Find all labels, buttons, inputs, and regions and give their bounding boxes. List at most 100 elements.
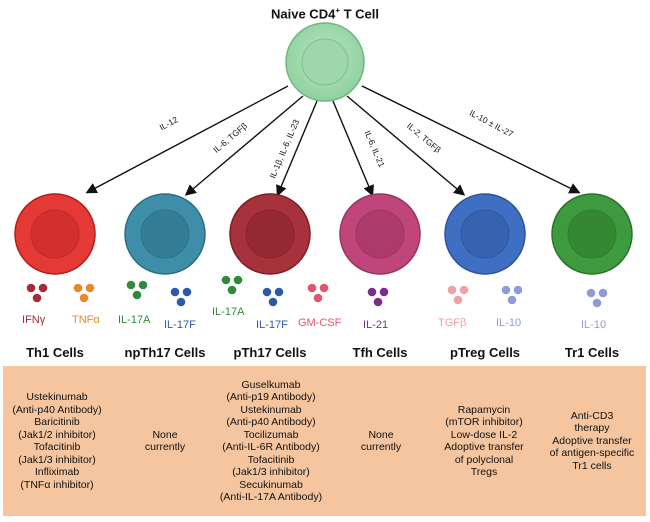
- cytokine-dot: [598, 288, 608, 298]
- cytokine-dot: [367, 287, 377, 297]
- tr1-cell: [551, 193, 633, 275]
- cytokine-label-gmcsf: GM-CSF: [298, 317, 342, 329]
- dots-il17f-p: [262, 287, 284, 307]
- therapy-line: therapy: [574, 422, 610, 435]
- dots-il17a: [126, 280, 148, 300]
- cytokine-dot: [38, 283, 48, 293]
- title-superscript: +: [335, 6, 340, 15]
- cytokine-dot: [73, 283, 83, 293]
- cytokine-dots: [26, 275, 608, 308]
- naive-cell-title: Naive CD4+ T Cell: [0, 6, 650, 21]
- cytokine-dot: [274, 287, 284, 297]
- th1-cell: [14, 193, 96, 275]
- cytokine-dot: [373, 297, 383, 307]
- cytokine-label-il21: IL-21: [363, 319, 389, 331]
- therapy-panel: [3, 366, 646, 516]
- cytokine-dot: [513, 285, 523, 295]
- cell-name-ptreg: pTreg Cells: [449, 345, 521, 360]
- therapy-line: Tofacitinib: [247, 453, 295, 466]
- therapy-line: Adoptive transfer: [552, 434, 632, 447]
- cytokine-dot: [501, 285, 511, 295]
- therapy-line: of polyclonal: [454, 453, 514, 466]
- therapy-line: (Jak1/2 inhibitor): [18, 428, 96, 441]
- cell-name-tr1: Tr1 Cells: [564, 345, 620, 360]
- arrow-to-tfh: [332, 100, 374, 197]
- cytokine-dot: [170, 287, 180, 297]
- therapy-column-th1: Ustekinumab(Anti-p40 Antibody)Baricitini…: [3, 366, 111, 516]
- therapy-line: None: [152, 428, 178, 441]
- therapy-line: of antigen-specific: [549, 447, 635, 460]
- tfh-cell: [339, 193, 421, 275]
- therapy-line: Tregs: [470, 466, 498, 478]
- arrow-to-pth17: [276, 100, 318, 197]
- dots-il10: [501, 285, 523, 305]
- therapy-line: Low-dose IL-2: [450, 428, 518, 441]
- therapy-line: Tofacitinib: [33, 441, 81, 453]
- therapy-line: Ustekinumab: [240, 403, 302, 416]
- ptreg-cell: [444, 193, 526, 275]
- therapy-line: Ustekinumab: [26, 391, 88, 403]
- arrow-labels: IL-12 IL-6, TGFβ IL-1β, IL-6, IL-23 IL-6…: [158, 108, 516, 180]
- cell-name-pth17: pTh17 Cells: [233, 345, 307, 360]
- cytokine-dot: [459, 285, 469, 295]
- cytokine-dot: [227, 285, 237, 295]
- arrow-label-il1b-il6-il23: IL-1β, IL-6, IL-23: [267, 118, 301, 180]
- arrow-label-il10-il27: IL-10 ± IL-27: [468, 108, 515, 140]
- therapy-line: Adoptive transfer: [444, 441, 524, 453]
- cytokine-dot: [313, 293, 323, 303]
- cytokine-dot: [138, 280, 148, 290]
- therapy-line: Guselkumab: [241, 378, 301, 391]
- cytokine-label-tgfb: TGFβ: [438, 317, 467, 329]
- arrow-to-npth17: [184, 95, 304, 196]
- cytokine-label-il17f: IL-17F: [164, 319, 196, 331]
- cytokine-label-il17a: IL-17A: [118, 314, 151, 326]
- cytokine-dot: [85, 283, 95, 293]
- therapy-line: Infliximab: [34, 466, 80, 478]
- arrow-label-il6-tgfb: IL-6, TGFβ: [211, 121, 249, 155]
- therapy-line: Rapamycin: [457, 403, 511, 416]
- dots-il10-tr1: [586, 288, 608, 308]
- cytokine-dot: [132, 290, 142, 300]
- arrow-to-th1: [85, 85, 289, 194]
- dots-il17f: [170, 287, 192, 307]
- naive-cd4-cell: [285, 22, 365, 102]
- cytokine-dot: [307, 283, 317, 293]
- therapy-column-pth17: Guselkumab(Anti-p19 Antibody)Ustekinumab…: [205, 366, 337, 516]
- cytokine-dot: [26, 283, 36, 293]
- cytokine-dot: [221, 275, 231, 285]
- therapy-line: (Anti-IL-17A Antibody): [219, 491, 323, 503]
- dots-il21: [367, 287, 389, 307]
- therapy-line: (Anti-p19 Antibody): [226, 391, 316, 403]
- arrow-to-ptreg: [346, 95, 466, 196]
- cell-name-th1: Th1 Cells: [26, 345, 84, 360]
- therapy-line: currently: [144, 441, 186, 453]
- cytokine-dot: [592, 298, 602, 308]
- cytokine-label-il17a-p: IL-17A: [212, 306, 245, 318]
- therapy-line: None: [368, 428, 394, 441]
- cytokine-dot: [319, 283, 329, 293]
- therapy-line: currently: [360, 441, 402, 453]
- cytokine-dot: [453, 295, 463, 305]
- therapy-line: Secukinumab: [239, 478, 303, 491]
- cell-name-tfh: Tfh Cells: [352, 345, 408, 360]
- cytokine-dot: [268, 297, 278, 307]
- cytokine-dot: [447, 285, 457, 295]
- cell-name-npth17: npTh17 Cells: [124, 345, 206, 360]
- dots-gmcsf: [307, 283, 329, 303]
- cytokine-label-ifng: IFNγ: [22, 314, 46, 326]
- therapy-line: (Anti-p40 Antibody): [226, 416, 316, 428]
- npth17-cell: [124, 193, 206, 275]
- dots-tnfa: [73, 283, 95, 303]
- cytokine-dot: [79, 293, 89, 303]
- cytokine-dot: [182, 287, 192, 297]
- cytokine-label-il17f-p: IL-17F: [256, 319, 288, 331]
- therapy-line: (Jak1/3 inhibitor): [232, 466, 310, 478]
- dots-il17a-p: [221, 275, 243, 295]
- effector-cells: [14, 193, 633, 275]
- title-text: Naive CD4: [271, 6, 336, 22]
